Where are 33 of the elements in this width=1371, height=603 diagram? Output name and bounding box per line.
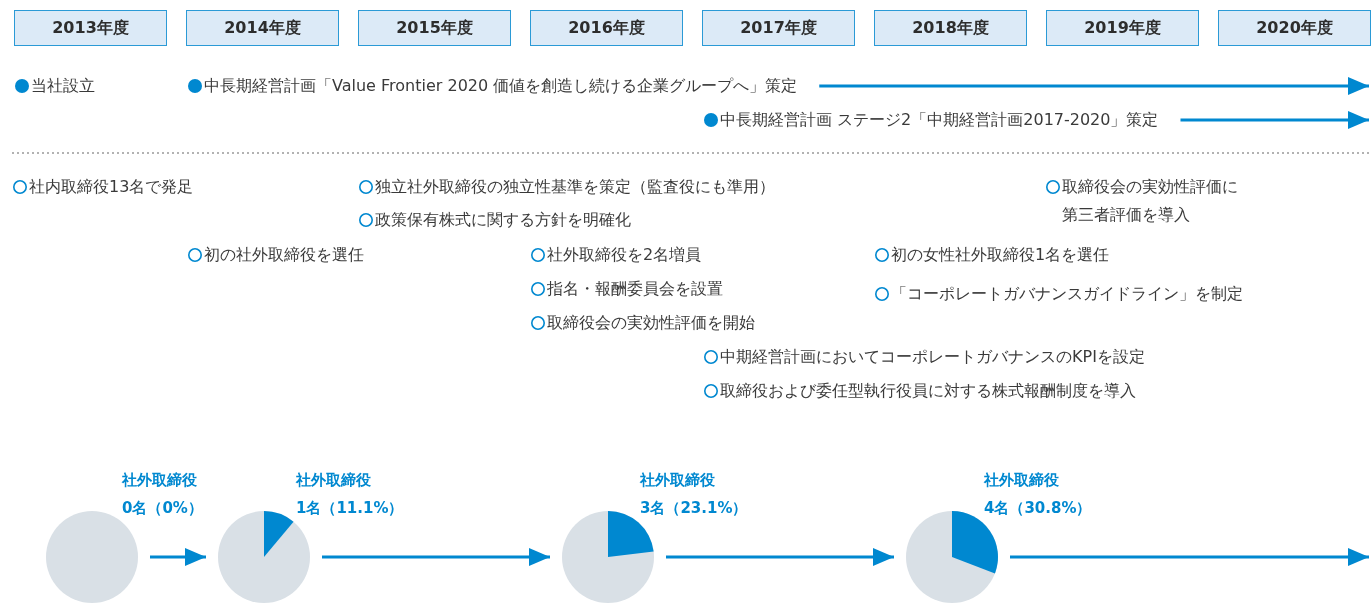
pie-caption: 社外取締役 4名（30.8%） [984, 470, 1092, 519]
pie-caption: 社外取締役 0名（0%） [122, 470, 203, 519]
event-text: 取締役会の実効性評価に第三者評価を導入 [1062, 176, 1239, 226]
event-text: 初の女性社外取締役1名を選任 [891, 244, 1110, 266]
event-text: 取締役会の実効性評価を開始 [547, 312, 755, 334]
arrow [666, 548, 894, 566]
event-text: 社内取締役13名で発足 [29, 176, 194, 198]
event-text: 当社設立 [31, 75, 95, 97]
arrow [150, 548, 206, 566]
event-text: 中期経営計画においてコーポレートガバナンスのKPIを設定 [720, 346, 1145, 368]
event-text: 取締役および委任型執行役員に対する株式報酬制度を導入 [720, 380, 1136, 402]
arrow [1180, 111, 1369, 129]
year-box: 2016年度 [530, 10, 683, 46]
pie-caption: 社外取締役 3名（23.1%） [640, 470, 748, 519]
year-box: 2015年度 [358, 10, 511, 46]
event-text: 「コーポレートガバナンスガイドライン」を制定 [891, 283, 1243, 305]
event-text: 政策保有株式に関する方針を明確化 [375, 209, 631, 231]
arrow [1010, 548, 1369, 566]
year-box: 2020年度 [1218, 10, 1371, 46]
year-box: 2019年度 [1046, 10, 1199, 46]
year-box: 2017年度 [702, 10, 855, 46]
arrow [322, 548, 550, 566]
event-text: 独立社外取締役の独立性基準を策定（監査役にも準用） [375, 176, 775, 198]
plan-text: 中長期経営計画「Value Frontier 2020 価値を創造し続ける企業グループへ」策定 [204, 72, 798, 100]
year-box: 2014年度 [186, 10, 339, 46]
plan-text: 中長期経営計画 ステージ2「中期経営計画2017-2020」策定 [720, 106, 1159, 134]
year-box: 2018年度 [874, 10, 1027, 46]
event-text: 社外取締役を2名増員 [547, 244, 702, 266]
event-text: 指名・報酬委員会を設置 [547, 278, 723, 300]
year-box: 2013年度 [14, 10, 167, 46]
pie-caption: 社外取締役 1名（11.1%） [296, 470, 404, 519]
arrow [819, 77, 1369, 95]
event-text: 初の社外取締役を選任 [204, 244, 364, 266]
